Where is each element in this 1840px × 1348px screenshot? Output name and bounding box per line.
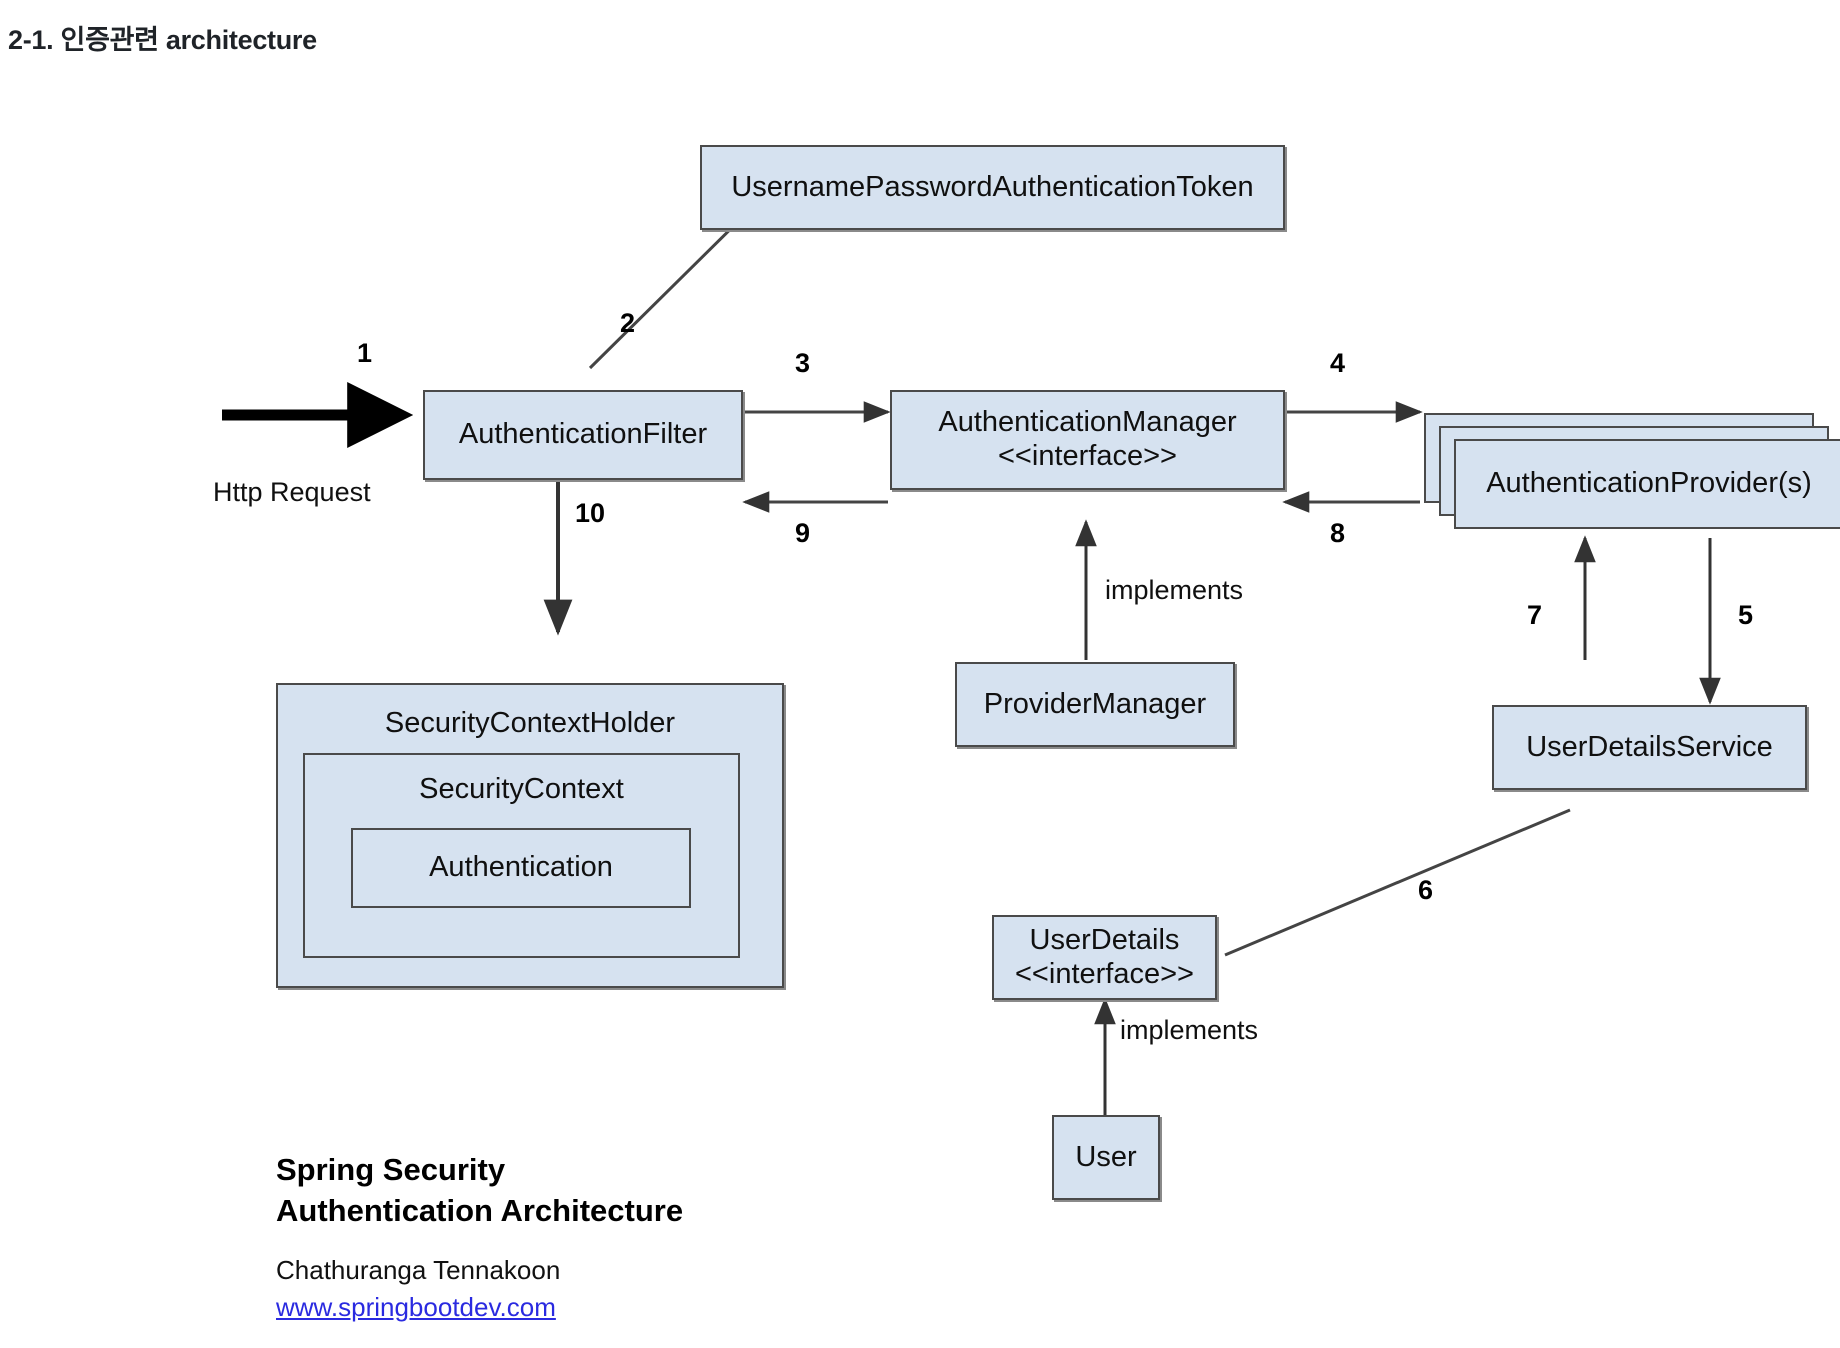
node-authentication[interactable]: Authentication — [351, 828, 691, 908]
edge-number-5: 5 — [1738, 600, 1754, 630]
node-username-password-authentication-token[interactable]: UsernamePasswordAuthenticationToken — [700, 145, 1285, 230]
caption-link[interactable]: www.springbootdev.com — [276, 1292, 556, 1322]
caption-author: Chathuranga Tennakoon — [276, 1255, 561, 1285]
architecture-diagram: UsernamePasswordAuthenticationToken Auth… — [0, 70, 1840, 1340]
node-authentication-provider[interactable]: AuthenticationProvider(s) — [1454, 439, 1840, 529]
page-title: 2-1. 인증관련 architecture — [8, 25, 317, 55]
node-user[interactable]: User — [1052, 1115, 1160, 1200]
node-security-context-label: SecurityContext — [419, 773, 624, 805]
edge-number-7: 7 — [1527, 600, 1543, 630]
edge-number-8: 8 — [1330, 518, 1346, 548]
edge-number-1: 1 — [357, 338, 373, 368]
relation-label-implements-user: implements — [1120, 1015, 1259, 1045]
edge-number-2: 2 — [620, 308, 636, 338]
node-user-details-service[interactable]: UserDetailsService — [1492, 705, 1807, 790]
node-provider-manager[interactable]: ProviderManager — [955, 662, 1235, 747]
entry-label-http-request: Http Request — [213, 477, 371, 507]
edge-number-4: 4 — [1330, 348, 1346, 378]
relation-label-implements-providermanager: implements — [1105, 575, 1244, 605]
node-authentication-manager[interactable]: AuthenticationManager <<interface>> — [890, 390, 1285, 490]
edge-number-10: 10 — [575, 498, 606, 528]
connector-6 — [1224, 808, 1571, 957]
node-authentication-filter[interactable]: AuthenticationFilter — [423, 390, 743, 480]
node-user-details[interactable]: UserDetails <<interface>> — [992, 915, 1217, 1000]
node-security-context-holder-label: SecurityContextHolder — [384, 707, 676, 739]
edge-number-6: 6 — [1418, 875, 1434, 905]
caption-title: Spring Security Authentication Architect… — [276, 1152, 684, 1228]
edge-number-9: 9 — [795, 518, 811, 548]
edge-number-3: 3 — [795, 348, 811, 378]
